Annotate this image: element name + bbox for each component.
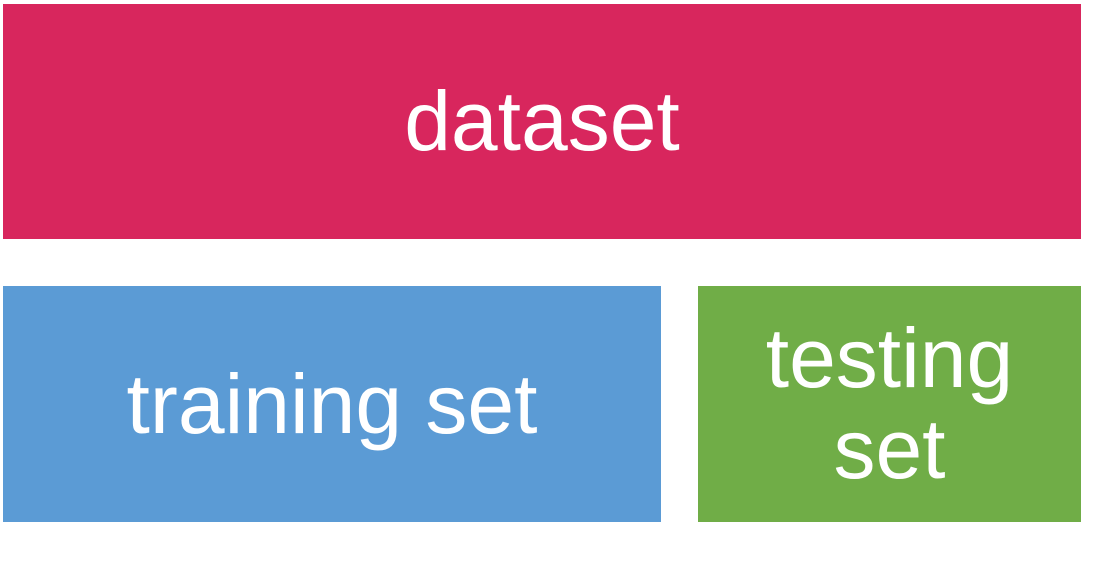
training-set-label: training set [126, 356, 538, 451]
training-set-block: training set [3, 286, 661, 522]
dataset-label: dataset [404, 74, 680, 169]
dataset-block: dataset [3, 4, 1081, 239]
testing-set-label: testing set [765, 311, 1014, 496]
testing-set-block: testing set [698, 286, 1081, 522]
